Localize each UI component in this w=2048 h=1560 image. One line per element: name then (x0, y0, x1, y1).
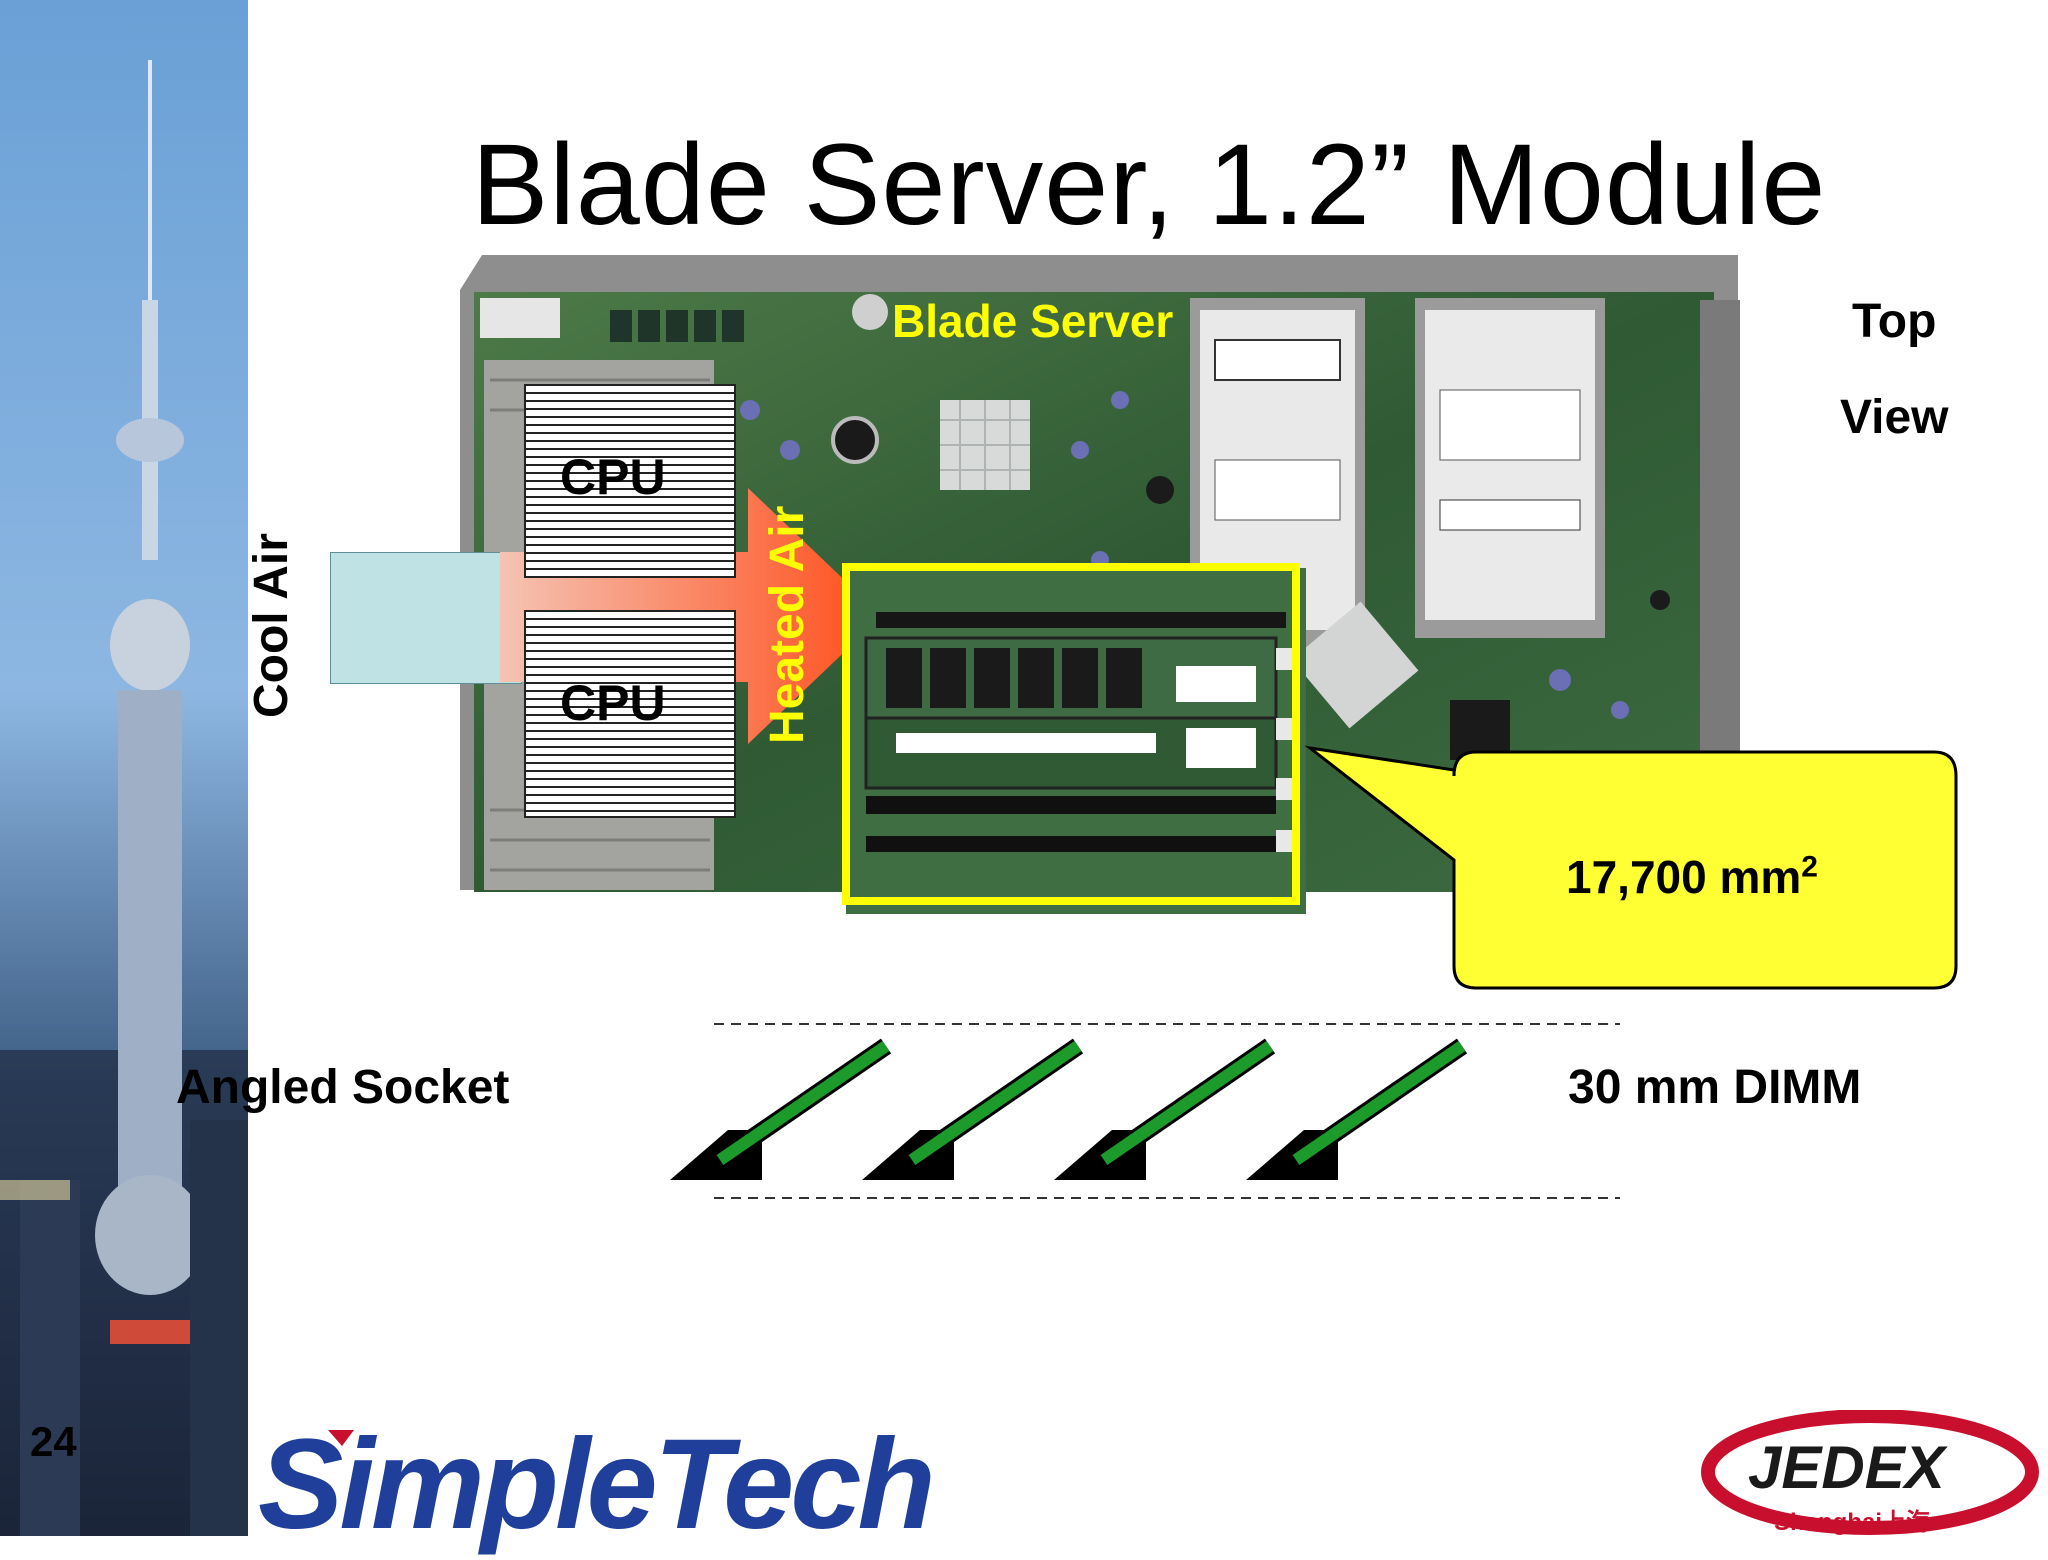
angled-socket-label: Angled Socket (176, 1061, 510, 1114)
cpu-heatsink-2 (524, 610, 736, 818)
cool-air-label: Cool Air (245, 533, 298, 718)
cool-air-arrow (330, 552, 522, 684)
heated-air-label: Heated Air (761, 505, 814, 744)
area-callout-bubble (1304, 745, 1958, 990)
cpu-label-1: CPU (560, 449, 666, 505)
dimm-slot-area (846, 568, 1306, 914)
slide-number: 24 (30, 1418, 77, 1465)
dimm-area-highlight (842, 563, 1300, 905)
cpu-label-2: CPU (560, 675, 666, 731)
dimm-label: 30 mm DIMM (1568, 1061, 1862, 1114)
area-superscript: 2 (1801, 850, 1818, 884)
view-label-bottom: View (1840, 391, 1949, 444)
simpletech-logo: SimpleTech (258, 1413, 936, 1556)
simpletech-logo-text: SimpleTech (258, 1413, 932, 1556)
area-callout-text: 17,700 mm2 (1566, 850, 1818, 904)
blade-server-label: Blade Server (892, 295, 1174, 347)
cpu-heatsink-1 (524, 384, 736, 578)
slide-title: Blade Server, 1.2” Module (471, 121, 1827, 249)
jedex-logo-sub: Shanghai上海 (1774, 1508, 1930, 1536)
jedex-logo: JEDEX Shanghai上海 (1701, 1410, 2039, 1536)
area-value: 17,700 mm (1566, 851, 1802, 903)
view-label-top: Top (1852, 295, 1937, 348)
tower-illustration (0, 60, 248, 1536)
sidebar-background (0, 0, 248, 1536)
jedex-logo-main: JEDEX (1748, 1434, 1949, 1501)
angled-socket-diagram (670, 1023, 1620, 1199)
